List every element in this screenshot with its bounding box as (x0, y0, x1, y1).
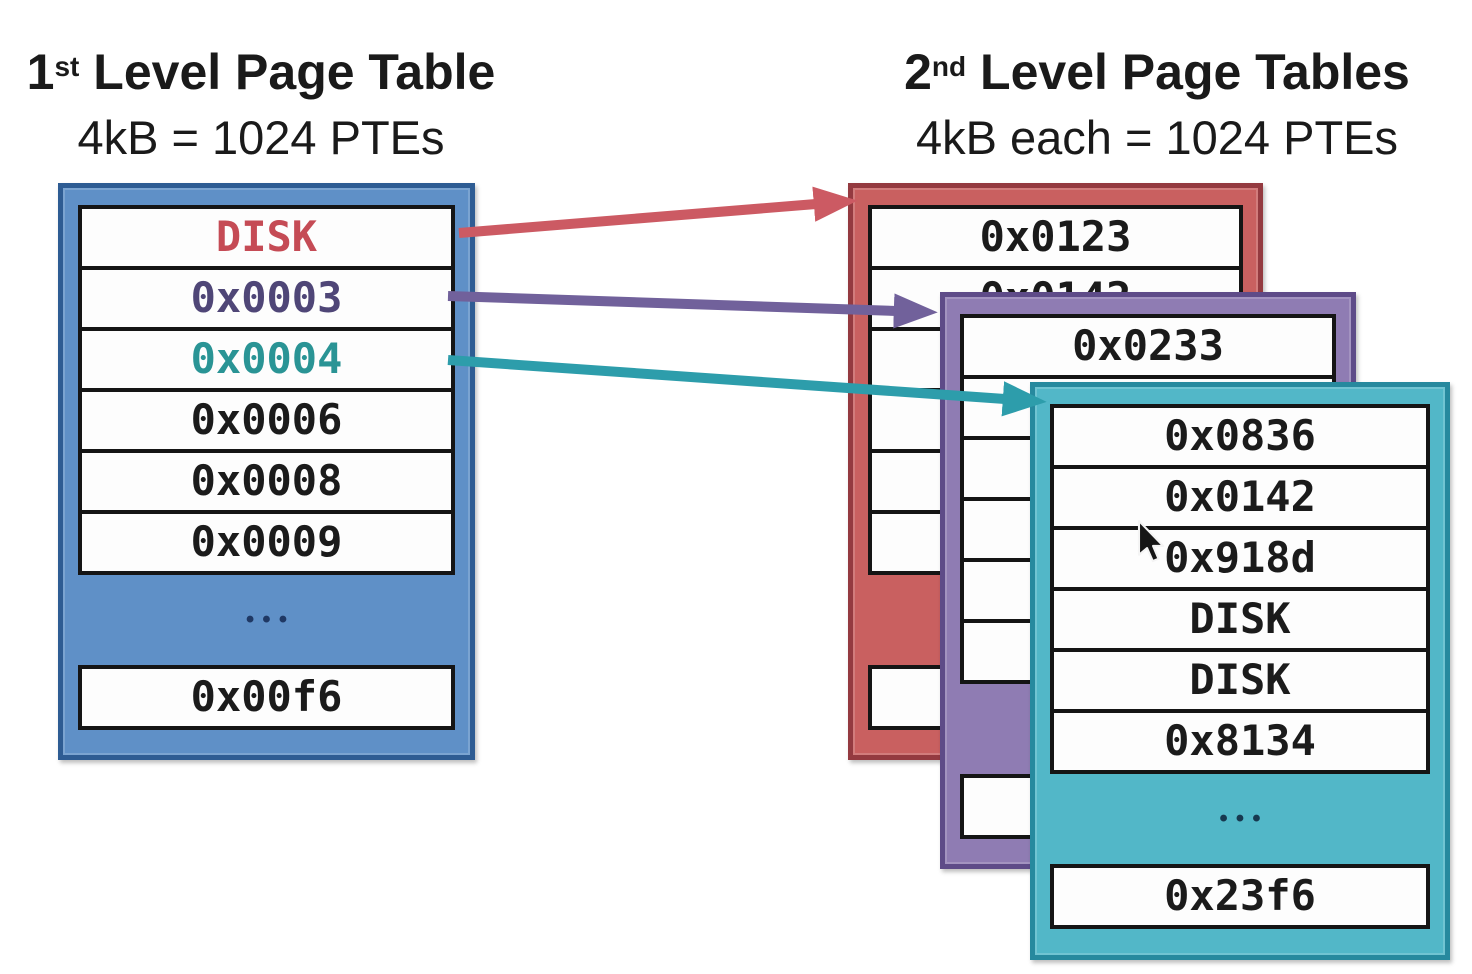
second-level-page-table-teal: 0x0836 0x0142 0x918d DISK DISK 0x8134 ••… (1030, 382, 1450, 960)
arrow-disk-to-red-table (458, 186, 858, 238)
ellipsis: ••• (1219, 805, 1269, 832)
first-level-page-table: DISK 0x0003 0x0004 0x0006 0x0008 0x0009 … (58, 183, 475, 760)
pte-row: 0x0836 (1050, 404, 1430, 469)
pte-row: 0x8134 (1050, 709, 1430, 774)
first-level-rows: DISK 0x0003 0x0004 0x0006 0x0008 0x0009 … (78, 205, 455, 730)
right-heading-text: Level Page Tables (966, 44, 1410, 100)
left-heading-text: Level Page Table (79, 44, 496, 100)
pte-row: 0x0233 (960, 314, 1336, 379)
pte-row: 0x0008 (78, 449, 455, 514)
pte-row: 0x0009 (78, 510, 455, 575)
pte-row: DISK (1050, 648, 1430, 713)
left-heading-ordinal: st (54, 51, 80, 83)
left-subheading: 4kB = 1024 PTEs (77, 111, 445, 164)
pte-row: 0x0123 (868, 205, 1243, 270)
pte-row: 0x00f6 (78, 665, 455, 730)
arrow-0x0003-to-purple-table (447, 291, 938, 329)
ellipsis: ••• (245, 606, 296, 633)
pte-row: 0x0004 (78, 327, 455, 392)
left-heading-number: 1 (26, 44, 55, 100)
right-heading-ordinal: nd (931, 51, 967, 83)
pte-row: DISK (1050, 587, 1430, 652)
left-heading: 1st Level Page Table (8, 42, 514, 110)
pte-row: 0x23f6 (1050, 864, 1430, 929)
right-subheading: 4kB each = 1024 PTEs (915, 111, 1399, 164)
right-heading-number: 2 (904, 44, 932, 100)
pte-row: 0x0006 (78, 388, 455, 453)
pte-row: 0x0003 (78, 266, 455, 331)
pte-row: 0x0142 (1050, 465, 1430, 530)
right-heading: 2nd Level Page Tables (872, 42, 1442, 110)
pte-row: DISK (78, 205, 455, 270)
teal-table-rows: 0x0836 0x0142 0x918d DISK DISK 0x8134 ••… (1050, 404, 1430, 929)
pte-row: 0x918d (1050, 526, 1430, 591)
